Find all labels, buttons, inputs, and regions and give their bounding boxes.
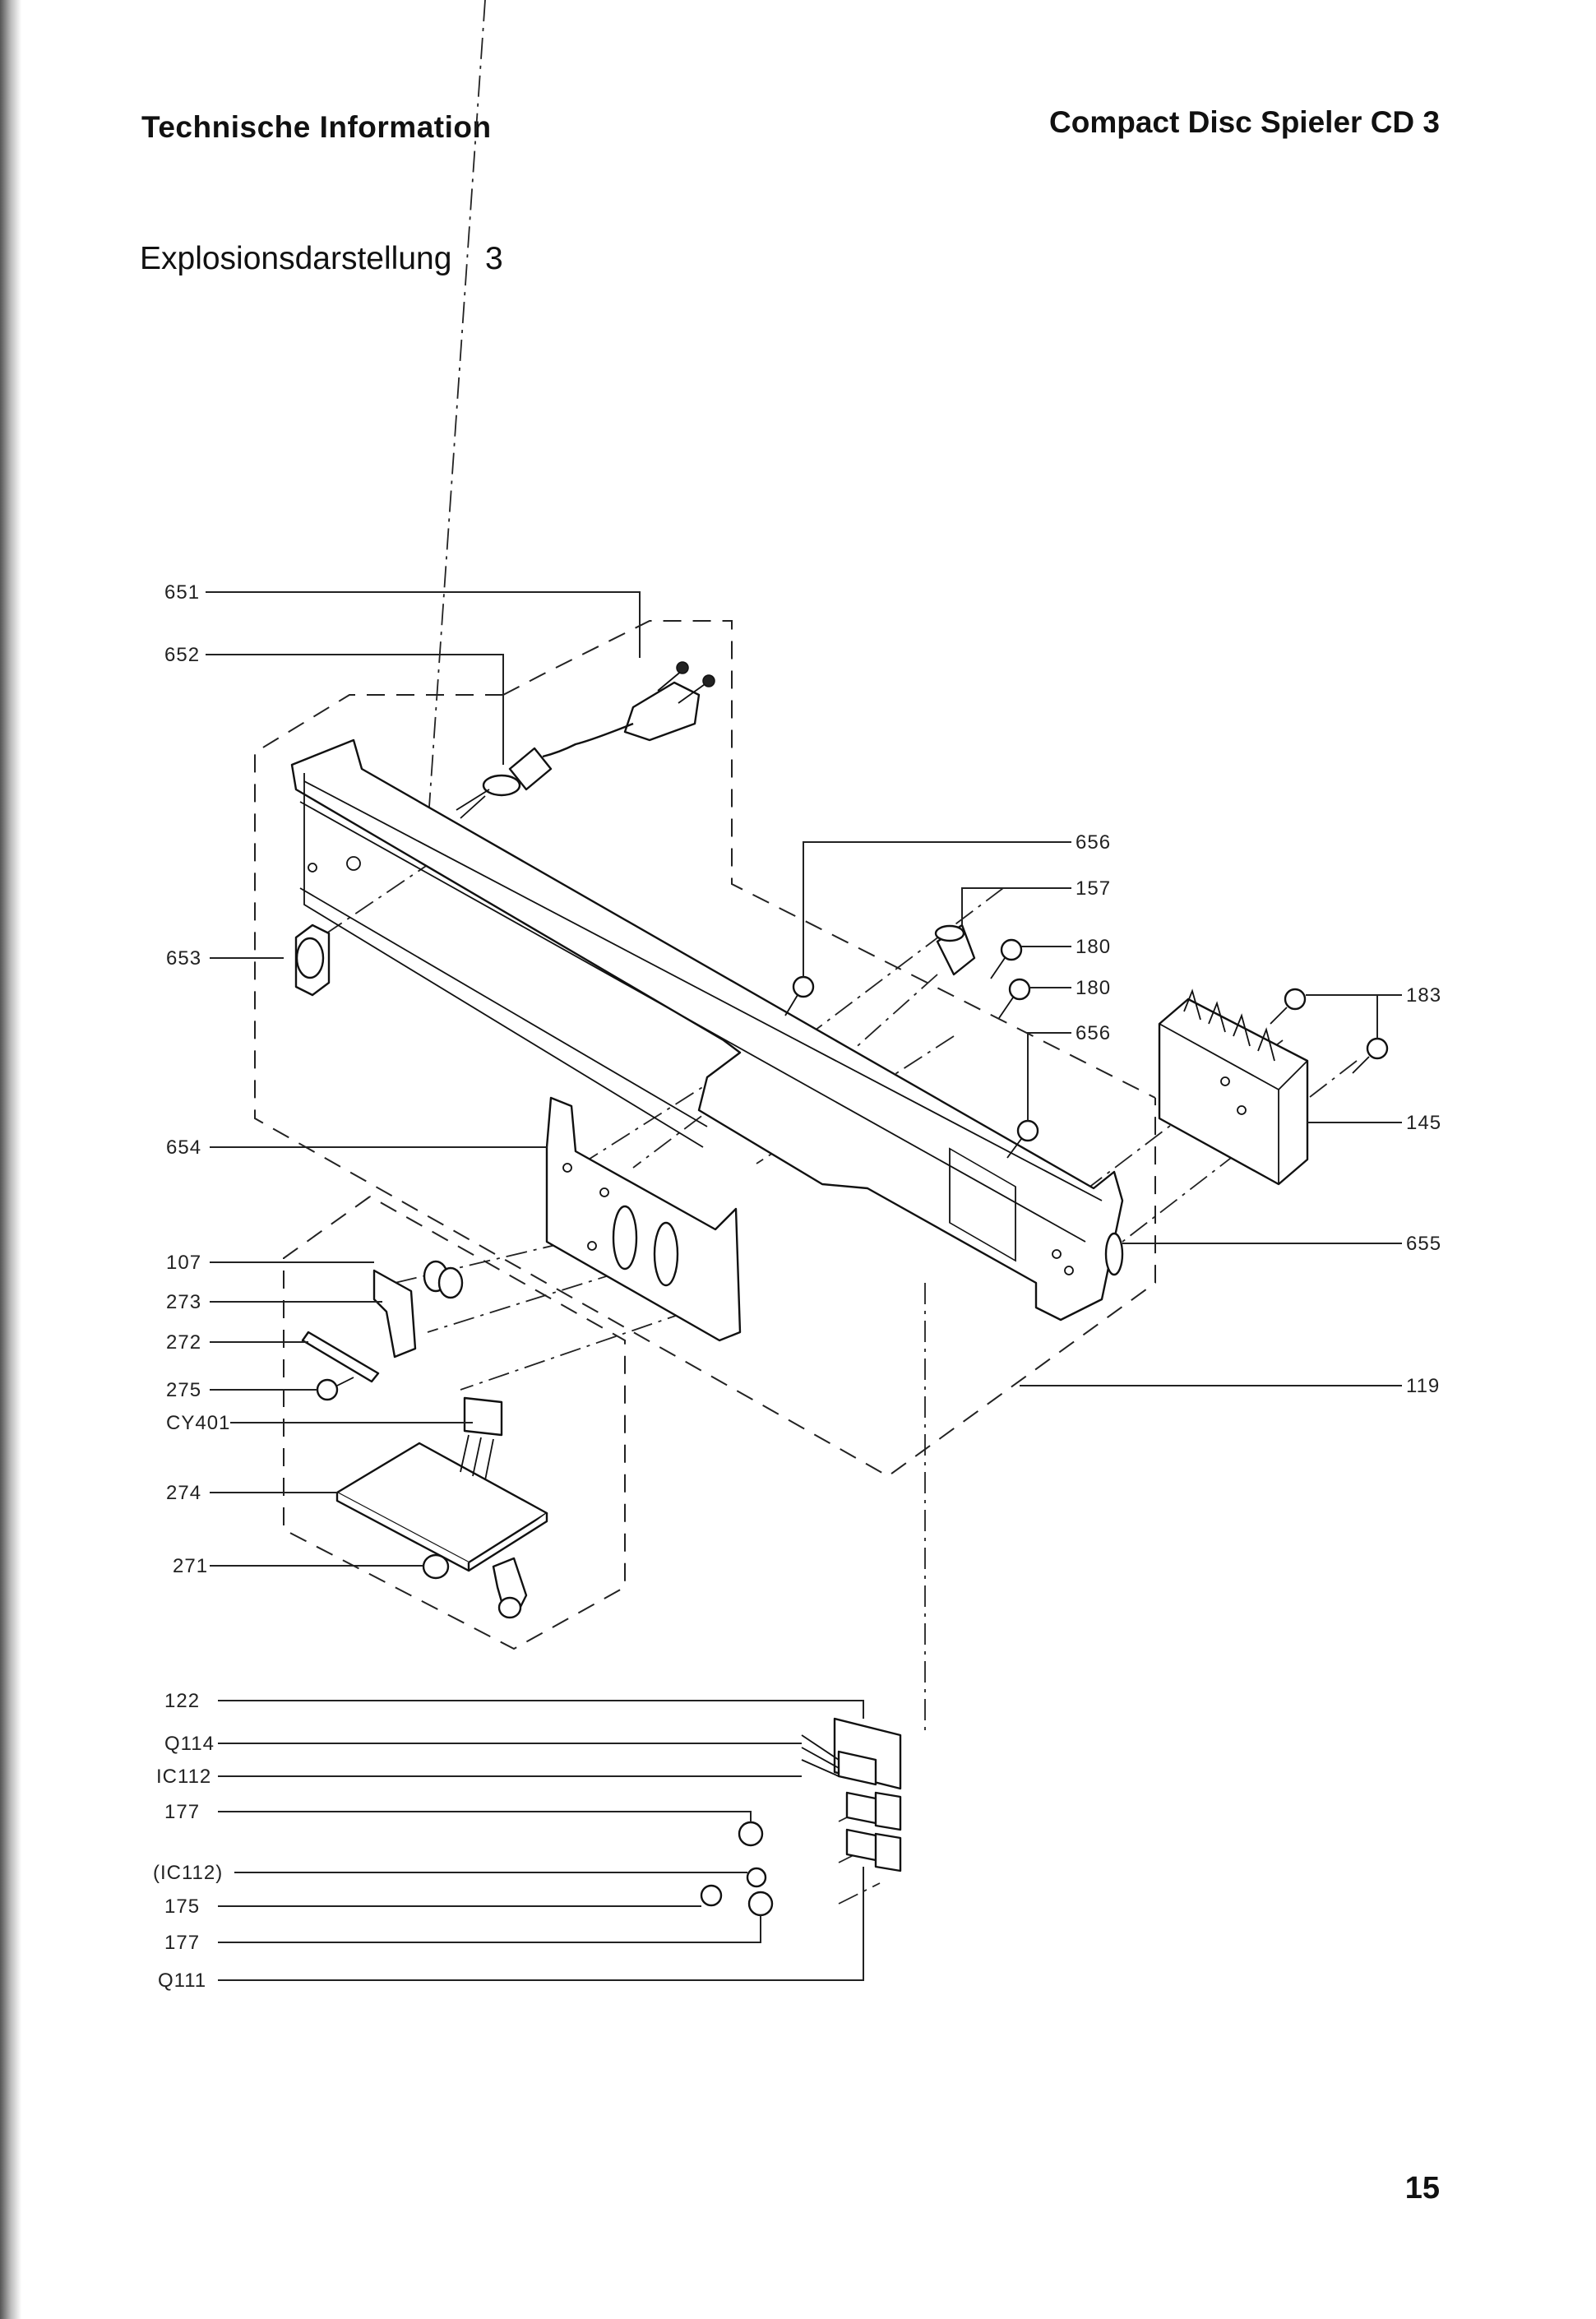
section-number: 3 [485,241,503,276]
section-title: Explosionsdarstellung [140,241,452,276]
knob-157 [934,923,976,976]
label-157: 157 [1076,877,1111,900]
label-180b: 180 [1076,977,1111,999]
leader-lines [206,591,1402,1981]
bracket-273 [372,1269,417,1359]
header-model: Compact Disc Spieler CD 3 [1049,105,1440,139]
header-title: Technische Information [141,110,492,144]
label-273: 273 [166,1291,201,1313]
screw-183b [1352,1037,1389,1074]
label-655: 655 [1406,1233,1441,1255]
label-177b: 177 [164,1932,200,1954]
power-cord-assembly [456,661,715,819]
label-653: 653 [166,947,201,970]
mounting-plate [545,1096,742,1342]
label-180a: 180 [1076,936,1111,958]
label-145: 145 [1406,1112,1441,1134]
label-183: 183 [1406,984,1441,1007]
label-175: 175 [164,1895,200,1918]
label-272: 272 [166,1331,201,1354]
label-119: 119 [1406,1375,1440,1397]
label-656b: 656 [1076,1022,1111,1044]
label-651: 651 [164,581,200,604]
label-122: 122 [164,1690,200,1712]
binding-shadow [0,0,21,2319]
cable-clip [294,923,331,997]
main-chassis-bracket [290,738,1124,1322]
label-654: 654 [166,1136,201,1159]
screw-183a [1270,988,1307,1025]
dashed-group-outlines [254,620,1156,1650]
screw-180b [998,978,1031,1019]
screw-180a [990,938,1023,979]
screw-275 [316,1377,354,1401]
transistor-stack [700,1717,902,1917]
screws-and-fasteners [301,923,1389,1401]
label-271: 271 [173,1555,208,1577]
label-177a: 177 [164,1801,200,1823]
label-ic112-paren: (IC112) [153,1862,223,1884]
label-652: 652 [164,644,200,666]
screw-656a [784,975,815,1016]
heatsink [1158,988,1309,1186]
label-ic112: IC112 [156,1766,211,1788]
label-274: 274 [166,1482,201,1504]
label-cy401: CY401 [166,1412,230,1434]
washer-107 [423,1260,464,1299]
page-number: 15 [1404,2171,1440,2206]
label-275: 275 [166,1379,201,1401]
label-107: 107 [166,1252,201,1274]
label-q111: Q111 [158,1970,206,1992]
circuit-board [335,1396,548,1619]
pin-272 [301,1331,380,1383]
label-656a: 656 [1076,831,1111,854]
label-q114: Q114 [164,1733,215,1755]
callout-labels: 651 652 653 654 107 273 272 275 CY401 27… [153,581,1441,1992]
